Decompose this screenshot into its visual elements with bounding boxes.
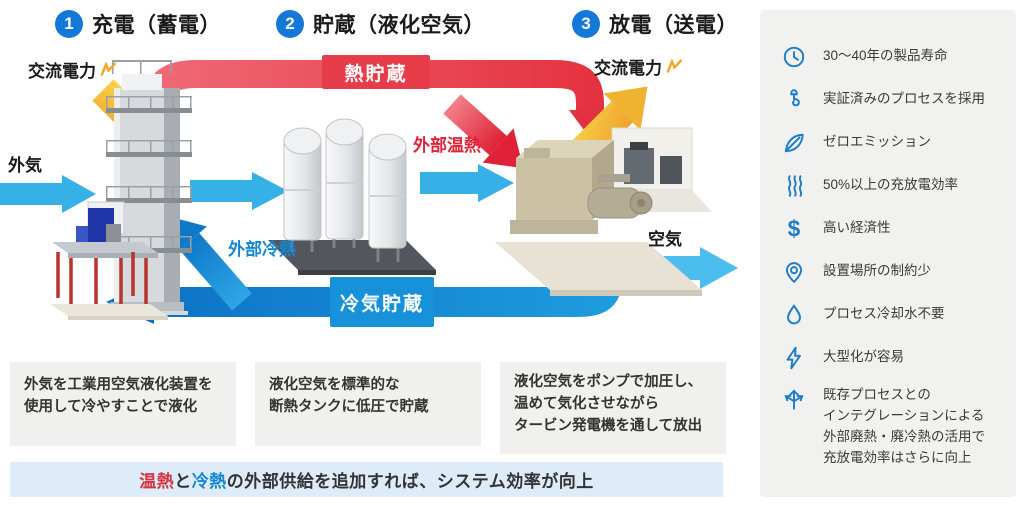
- external-cold-label: 外部冷熱: [228, 235, 296, 260]
- benefit-text: 設置場所の制約少: [823, 263, 931, 279]
- banner-hot-word: 温熱: [139, 472, 175, 491]
- outside-air-label: 外気: [8, 151, 42, 176]
- step-2-number-badge: 2: [276, 10, 304, 38]
- external-heat-label: 外部温熱: [413, 131, 481, 156]
- benefit-item-lifetime: 30〜40年の製品寿命: [780, 35, 1002, 78]
- benefit-text: 実証済みのプロセスを採用: [823, 91, 985, 107]
- benefit-text: ゼロエミッション: [823, 134, 931, 150]
- benefit-text: 30〜40年の製品寿命: [823, 48, 948, 64]
- banner-text: と: [174, 472, 192, 491]
- support-table-unit: [50, 208, 168, 320]
- svg-text:$: $: [788, 216, 801, 242]
- air-out-text: 空気: [648, 230, 682, 249]
- dollar-icon: $: [780, 215, 808, 243]
- external-heat-text: 外部温熱: [413, 136, 481, 155]
- external-heat-arrow: [443, 94, 524, 169]
- banner-cold-word: 冷熱: [191, 472, 227, 491]
- benefit-item-efficiency: 50%以上の充放電効率: [780, 164, 1002, 207]
- description-charge: 外気を工業用空気液化装置を 使用して冷やすことで液化: [10, 362, 236, 446]
- benefit-item-economy: $ 高い経済性: [780, 207, 1002, 250]
- benefit-text: 高い経済性: [823, 220, 891, 236]
- benefit-text: プロセス冷却水不要: [823, 306, 945, 322]
- benefit-text: 50%以上の充放電効率: [823, 177, 959, 193]
- benefits-sidebar: 30〜40年の製品寿命 実証済みのプロセスを採用 ゼロエミッション: [760, 10, 1016, 497]
- description-discharge: 液化空気をポンプで加圧し、 温めて気化させながら タービン発電機を通して放出: [500, 362, 726, 454]
- banner-text: の外部供給を追加すれば、システム効率が向上: [226, 472, 594, 491]
- lightning-bolt-icon: [780, 344, 808, 372]
- heat-waves-icon: [780, 172, 808, 200]
- step-3-title: 3 放電（送電）: [572, 9, 738, 39]
- water-drop-icon: [780, 301, 808, 329]
- benefit-item-integration: 既存プロセスとの インテグレーションによる 外部廃熱・廃冷熱の活用で 充放電効率…: [780, 379, 1002, 469]
- turbine-generator: [495, 127, 712, 296]
- step-1-label: 充電（蓄電）: [92, 14, 221, 37]
- benefit-item-scalable: 大型化が容易: [780, 336, 1002, 379]
- step-1-title: 1 充電（蓄電）: [55, 9, 221, 39]
- description-storage: 液化空気を標準的な 断熱タンクに低圧で貯蔵: [255, 362, 481, 446]
- step-2-label: 貯蔵（液化空気）: [313, 14, 485, 37]
- benefit-text: 大型化が容易: [823, 349, 904, 365]
- hook-icon: [780, 86, 808, 114]
- cold-storage-text: 冷気貯蔵: [339, 293, 424, 315]
- leaf-icon: [780, 129, 808, 157]
- tanks-to-machine-arrow: [420, 164, 514, 202]
- storage-tanks: [268, 118, 436, 275]
- benefit-item-zero-emission: ゼロエミッション: [780, 121, 1002, 164]
- tower-to-tanks-arrow: [190, 172, 288, 210]
- cold-storage-label-box: 冷気貯蔵: [330, 277, 434, 327]
- step-1-number-badge: 1: [55, 10, 83, 38]
- heat-storage-text: 熱貯蔵: [344, 63, 408, 85]
- ac-power-in-label: 交流電力: [28, 57, 118, 82]
- diagram-artwork: [0, 60, 738, 324]
- location-pin-icon: [780, 258, 808, 286]
- benefit-item-no-cooling-water: プロセス冷却水不要: [780, 293, 1002, 336]
- air-out-label: 空気: [648, 225, 682, 250]
- lightning-icon: [100, 62, 117, 76]
- heat-storage-label-box: 熱貯蔵: [322, 55, 430, 89]
- step-2-title: 2 貯蔵（液化空気）: [276, 9, 485, 39]
- ac-power-in-text: 交流電力: [28, 62, 96, 81]
- benefit-item-siting: 設置場所の制約少: [780, 250, 1002, 293]
- branch-arrows-icon: [780, 385, 808, 413]
- step-3-number-badge: 3: [572, 10, 600, 38]
- benefit-text: 既存プロセスとの インテグレーションによる 外部廃熱・廃冷熱の活用で 充放電効率…: [823, 387, 985, 465]
- ac-power-out-text: 交流電力: [594, 59, 662, 78]
- efficiency-banner: 温熱 と 冷熱 の外部供給を追加すれば、システム効率が向上: [10, 462, 723, 497]
- outside-air-text: 外気: [8, 156, 42, 175]
- lightning-icon: [666, 59, 683, 73]
- benefit-item-proven-process: 実証済みのプロセスを採用: [780, 78, 1002, 121]
- outside-air-arrow: [0, 175, 96, 213]
- clock-icon: [780, 43, 808, 71]
- external-cold-text: 外部冷熱: [228, 240, 296, 259]
- ac-power-out-label: 交流電力: [594, 54, 684, 79]
- step-3-label: 放電（送電）: [609, 14, 738, 37]
